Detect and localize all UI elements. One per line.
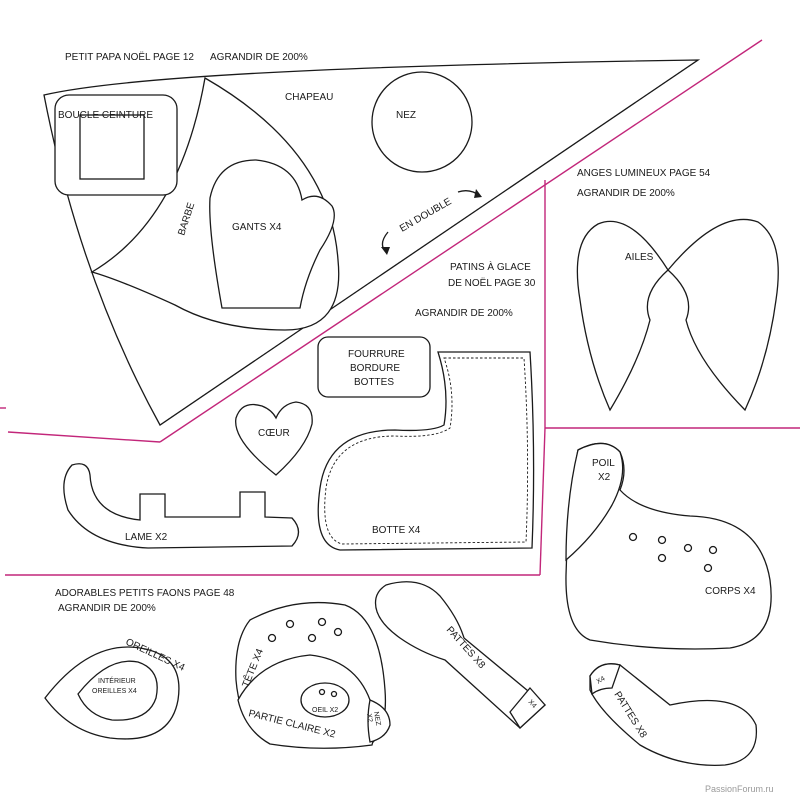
wings-label: AILES — [625, 252, 654, 263]
santa-heading: PETIT PAPA NOËL PAGE 12 — [65, 51, 194, 63]
fawns-heading: ADORABLES PETITS FAONS PAGE 48 — [55, 588, 235, 599]
santa-enlarge-note: AGRANDIR DE 200% — [210, 52, 308, 63]
watermark: PassionForum.ru — [705, 784, 774, 794]
blade-piece — [63, 463, 300, 549]
skates-heading-line2: DE NOËL PAGE 30 — [448, 277, 536, 289]
eye-dot-1 — [318, 688, 326, 696]
eye-piece — [300, 682, 350, 718]
inner-ears-label-line2: OREILLES X4 — [92, 688, 137, 695]
boot-piece — [317, 351, 535, 551]
head-spot-4 — [317, 617, 327, 627]
body-spot-2 — [657, 535, 667, 545]
body-spot-6 — [703, 563, 713, 573]
divider-skates-vertical — [539, 427, 546, 576]
fold-arrow-upper-head — [474, 189, 482, 198]
hat-label: CHAPEAU — [285, 92, 333, 103]
hat-fold-line — [159, 59, 699, 426]
eye-dot-2 — [330, 690, 338, 698]
leg-piece-2-tip — [589, 663, 621, 696]
boot-seam — [324, 357, 529, 545]
section-dividers — [0, 39, 800, 576]
angels-heading: ANGES LUMINEUX PAGE 54 — [577, 168, 711, 179]
head-nose-label-line2: X2 — [365, 713, 373, 723]
fold-arrow-lower-head — [381, 247, 390, 255]
inner-ear-piece — [77, 660, 158, 721]
body-spot-5 — [657, 553, 667, 563]
head-nose-label-line1: NEZ — [372, 711, 381, 727]
gloves-label: GANTS X4 — [232, 222, 282, 233]
head-spot-5 — [333, 627, 343, 637]
leg-piece — [374, 581, 546, 729]
body-spot-1 — [628, 532, 638, 542]
hair-piece — [565, 442, 624, 562]
fawns-enlarge-note: AGRANDIR DE 200% — [58, 603, 156, 614]
body-spot-3 — [683, 543, 693, 553]
skates-heading-line1: PATINS À GLACE — [450, 260, 531, 273]
body-label: CORPS X4 — [705, 586, 756, 597]
angels-enlarge-note: AGRANDIR DE 200% — [577, 188, 675, 199]
head-spot-3 — [307, 633, 317, 643]
fawns-section: ADORABLES PETITS FAONS PAGE 48 AGRANDIR … — [44, 442, 772, 766]
eye-label: OEIL X2 — [312, 707, 338, 714]
hair-label-line2: X2 — [598, 472, 611, 483]
wings-piece — [576, 218, 779, 412]
boot-label: BOTTE X4 — [372, 525, 421, 536]
hair-label-line1: POIL — [592, 458, 615, 469]
head-spot-2 — [285, 619, 295, 629]
divider-diagonal — [159, 39, 763, 443]
heart-piece — [235, 401, 313, 476]
belt-buckle-inner — [79, 114, 145, 180]
nose-piece — [371, 71, 473, 173]
boot-fur-label-line2: BORDURE — [350, 363, 400, 374]
boot-fur-piece — [317, 336, 431, 398]
boot-fur-label-line1: FOURRURE — [348, 349, 405, 360]
legs-tip-label: X4 — [527, 699, 538, 710]
angels-section: ANGES LUMINEUX PAGE 54 AGRANDIR DE 200% … — [576, 168, 779, 412]
blade-label: LAME X2 — [125, 532, 168, 543]
skates-enlarge-note: AGRANDIR DE 200% — [415, 308, 513, 319]
skates-section: PATINS À GLACE DE NOËL PAGE 30 AGRANDIR … — [63, 260, 536, 551]
divider-skates-left — [7, 431, 161, 443]
leg-tip — [509, 687, 546, 730]
legs2-tip-label: X4 — [596, 675, 607, 685]
santa-section: PETIT PAPA NOËL PAGE 12 AGRANDIR DE 200%… — [43, 51, 701, 426]
glove-piece — [209, 159, 335, 309]
belt-buckle-label: BOUCLE CEINTURE — [58, 110, 153, 121]
body-spot-4 — [708, 545, 718, 555]
head-spot-1 — [267, 633, 277, 643]
head-nose-piece — [367, 699, 391, 743]
nose-label: NEZ — [396, 110, 416, 121]
heart-label: CŒUR — [258, 428, 290, 439]
boot-fur-label-line3: BOTTES — [354, 377, 394, 388]
inner-ears-label-line1: INTÉRIEUR — [98, 676, 136, 685]
